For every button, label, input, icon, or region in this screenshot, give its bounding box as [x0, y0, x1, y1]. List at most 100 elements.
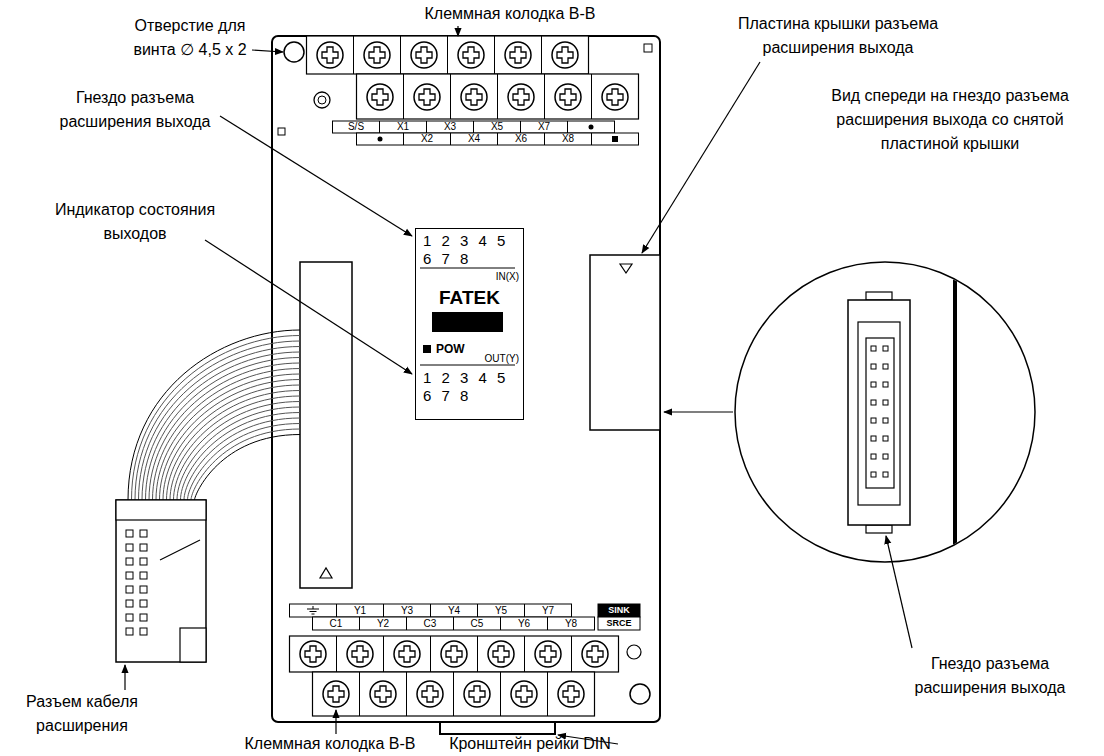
cable-slot [300, 262, 352, 588]
leader-line [664, 411, 733, 412]
leader-line [457, 26, 458, 36]
ribbon-wire [135, 341, 300, 500]
label-strip-divider [477, 604, 478, 617]
connector-latch [180, 628, 206, 662]
terminal-label: C1 [313, 617, 360, 630]
screw-head [458, 42, 484, 68]
socket-pin [871, 382, 876, 387]
terminal-divider [406, 672, 407, 716]
housing-detail [314, 92, 330, 108]
socket-frame [858, 322, 900, 505]
screw-head [582, 641, 608, 667]
screw-head [364, 42, 390, 68]
callout-label: Разъем кабеля расширения [17, 690, 147, 738]
ribbon-wire [174, 402, 301, 501]
socket-pin [883, 454, 888, 459]
terminal-block [357, 74, 639, 119]
label-strip-divider [406, 617, 407, 630]
ribbon-wire [181, 413, 301, 501]
terminal-label: X8 [545, 133, 592, 145]
terminal-screw [505, 42, 531, 68]
terminal-divider [500, 672, 501, 716]
terminal-screw [555, 84, 581, 110]
terminal-screw [300, 641, 326, 667]
triangle-mark [320, 568, 332, 578]
label-strip-divider [403, 133, 404, 145]
screw-slot [372, 89, 388, 105]
leader-line [252, 50, 283, 52]
screw-head [508, 84, 534, 110]
terminal-symbol [378, 137, 383, 142]
callout-label: Пластина крышки разъема расширения выход… [723, 12, 953, 60]
ribbon-wire [149, 363, 300, 500]
callout-label: Клеммная колодка B-B [380, 2, 640, 26]
leader-line [886, 536, 912, 648]
ribbon-wire [160, 380, 301, 501]
screw-slot [328, 686, 344, 702]
socket-pin [871, 364, 876, 369]
housing-detail [644, 44, 652, 52]
label-strip-divider [430, 604, 431, 617]
callout-label: Вид спереди на гнездо разъема расширения… [810, 84, 1090, 156]
screw-slot [446, 646, 462, 662]
module-edge [953, 250, 957, 575]
ground-symbol [307, 609, 319, 610]
cable-connector [116, 500, 206, 662]
terminal-screw [417, 681, 443, 707]
led-number: 6 7 8 [423, 387, 468, 405]
connector-pin [126, 600, 133, 607]
label-strip [357, 133, 639, 145]
housing-detail [318, 96, 326, 104]
detail-view [848, 250, 955, 575]
screw-head [461, 84, 487, 110]
label-strip [313, 617, 595, 630]
screw-slot [369, 47, 385, 63]
callout-label: Клеммная колодка B-B [220, 732, 440, 756]
socket-pin [883, 382, 888, 387]
terminal-screw [323, 681, 349, 707]
ribbon-wire [128, 330, 300, 500]
screw-head [323, 681, 349, 707]
terminal-screw [394, 641, 420, 667]
screw-slot [422, 686, 438, 702]
socket-pin [883, 418, 888, 423]
power-led [423, 345, 431, 353]
terminal-divider [336, 636, 337, 672]
screw-slot [375, 686, 391, 702]
screw-head [511, 681, 537, 707]
terminal-divider [544, 74, 545, 119]
screw-head [552, 42, 578, 68]
screw-head [488, 641, 514, 667]
leader-line [205, 240, 412, 374]
label-strip [333, 121, 615, 133]
label-strip-divider [473, 121, 474, 133]
screw-head [417, 681, 443, 707]
terminal-divider [591, 74, 592, 119]
leader-line [124, 665, 125, 690]
terminal-divider [359, 672, 360, 716]
socket-pin [871, 418, 876, 423]
label-strip-divider [336, 604, 337, 617]
socket-pin [871, 436, 876, 441]
screw-head [464, 681, 490, 707]
screw-slot [540, 646, 556, 662]
socket-pin-block [866, 338, 894, 488]
terminal-label: X7 [521, 121, 568, 133]
leader-line [335, 710, 336, 734]
label-strip-divider [450, 133, 451, 145]
brand-label: FATEK [416, 287, 523, 310]
terminal-screw [411, 42, 437, 68]
module-housing [272, 36, 660, 722]
led-number: 1 2 3 4 5 [423, 369, 505, 387]
callout-label: Индикатор состояния выходов [38, 198, 233, 246]
ribbon-wire [142, 352, 300, 500]
terminal-label: X1 [380, 121, 427, 133]
terminal-divider [497, 74, 498, 119]
din-bracket [440, 722, 555, 734]
terminal-label: C5 [454, 617, 501, 630]
connector-pin [140, 614, 147, 621]
socket-tab [866, 525, 892, 533]
screw-slot [560, 89, 576, 105]
label-strip-divider [544, 133, 545, 145]
